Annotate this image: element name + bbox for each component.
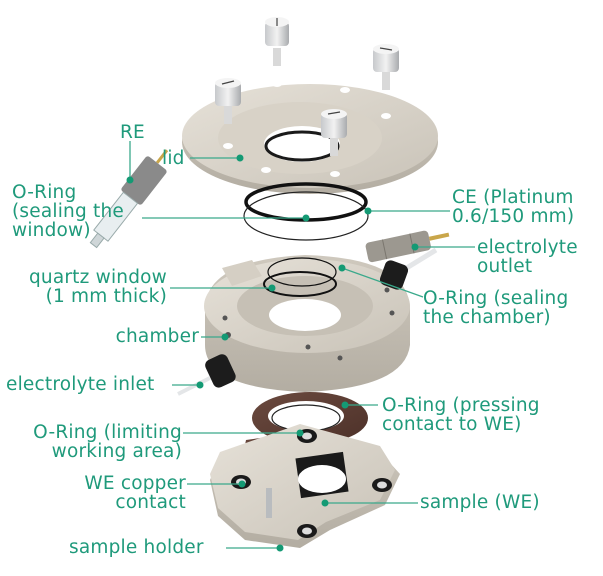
label-sample-holder: sample holder	[69, 537, 204, 558]
screw-left	[215, 78, 241, 124]
label-oring-window: O-Ring (sealing the window)	[12, 182, 124, 241]
label-we-copper: WE copper contact	[84, 473, 186, 513]
reference-electrode	[89, 149, 169, 249]
label-electrolyte-inlet: electrolyte inlet	[6, 374, 155, 395]
label-oring-chamber: O-Ring (sealing the chamber)	[423, 288, 569, 328]
counter-electrode-connector	[365, 230, 450, 263]
label-chamber: chamber	[115, 326, 199, 347]
label-quartz-window: quartz window (1 mm thick)	[28, 267, 167, 307]
label-lid: lid	[162, 148, 185, 169]
screw-right	[373, 44, 399, 90]
label-oring-limiting: O-Ring (limiting working area)	[33, 422, 182, 462]
leader-lines	[126, 141, 475, 552]
chamber	[204, 255, 410, 392]
screw-top	[265, 17, 289, 66]
sample-holder	[210, 424, 400, 548]
label-oring-pressing: O-Ring (pressing contact to WE)	[382, 395, 540, 435]
label-sample: sample (WE)	[420, 492, 540, 513]
label-electrolyte-outlet: electrolyte outlet	[477, 237, 578, 277]
outlet-fitting	[379, 260, 409, 290]
label-ce: CE (Platinum 0.6/150 mm)	[452, 187, 575, 227]
inlet-fitting	[177, 354, 236, 396]
screw-center	[321, 109, 347, 156]
ce-wire-loop	[243, 191, 369, 241]
label-re: RE	[120, 122, 145, 143]
